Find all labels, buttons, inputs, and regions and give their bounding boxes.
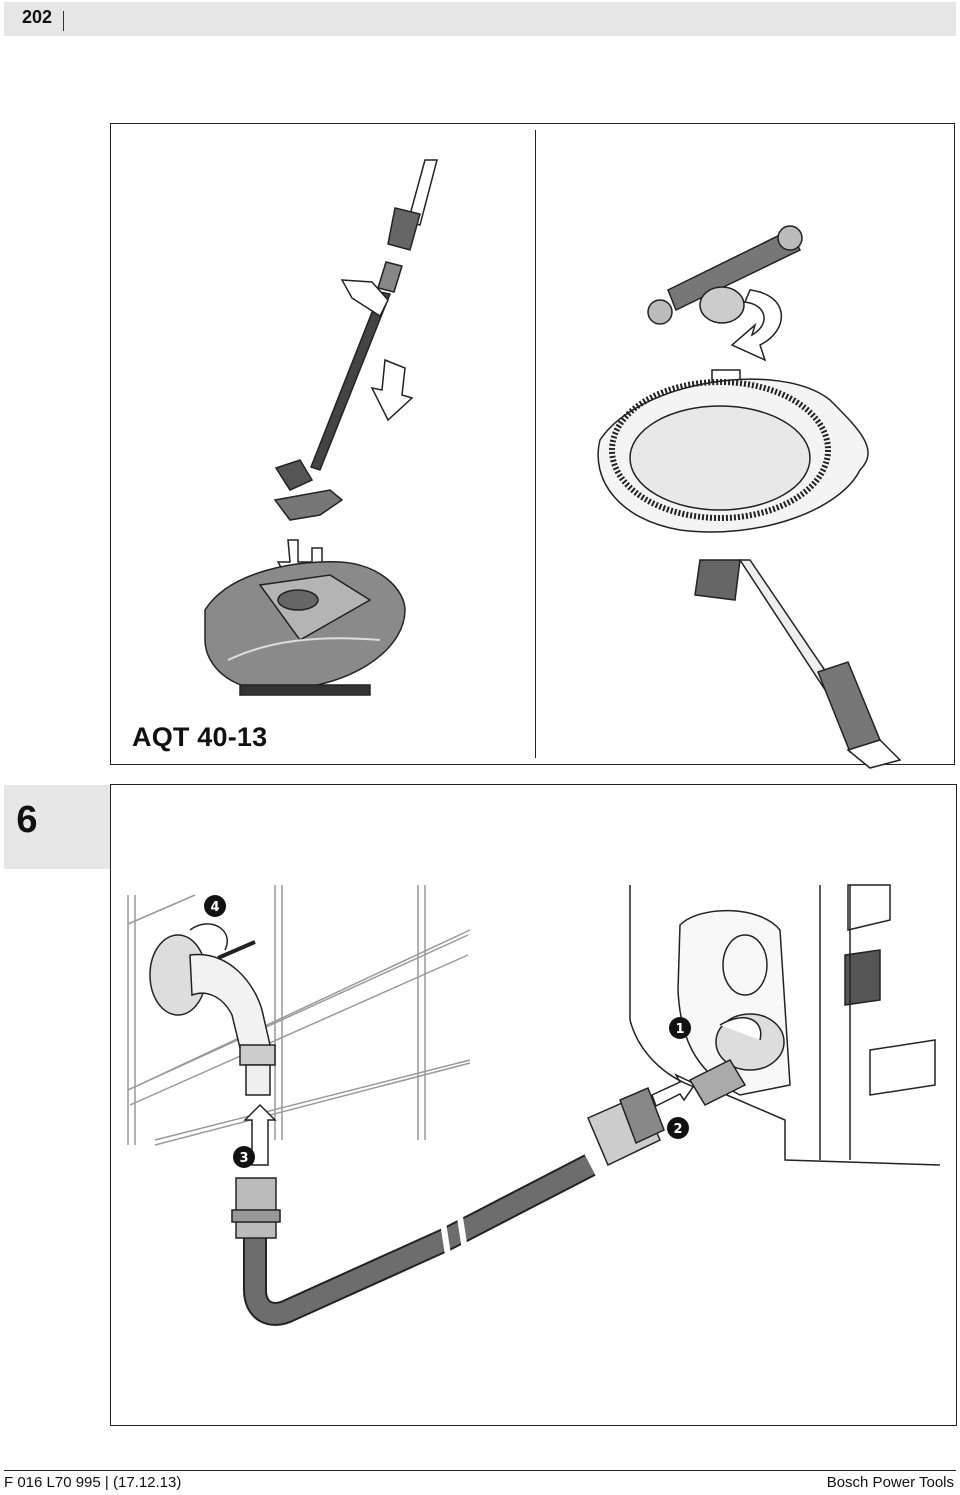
- page-number: 202: [22, 7, 53, 27]
- figure-tab: 6: [4, 785, 110, 869]
- step-badge-1: 1: [669, 1017, 691, 1039]
- rotor-assembly-drawing: [597, 225, 902, 769]
- step-badge-4: 4: [204, 895, 226, 917]
- step-badge-2: 2: [667, 1117, 689, 1139]
- hose-connection-drawing: [127, 884, 941, 1326]
- step-badge-4-label: 4: [210, 900, 219, 915]
- footer-rule: [4, 1470, 956, 1471]
- step-badge-3: 3: [233, 1146, 255, 1168]
- top-illustration-panel: [110, 123, 955, 765]
- step-badge-2-label: 2: [673, 1122, 682, 1137]
- figure-number: 6: [16, 799, 38, 841]
- footer-doc-code: F 016 L70 995 | (17.12.13): [4, 1474, 182, 1491]
- header-bar: 202: [4, 2, 956, 36]
- footer-brand: Bosch Power Tools: [826, 1474, 954, 1491]
- surface-cleaner-drawing: [204, 159, 438, 696]
- page-number-separator: [63, 11, 64, 31]
- step-badge-3-label: 3: [239, 1151, 248, 1166]
- model-label: AQT 40-13: [132, 722, 268, 752]
- step-badge-1-label: 1: [675, 1022, 684, 1037]
- top-panel-divider: [535, 130, 536, 758]
- bottom-illustration-panel: [110, 784, 957, 1426]
